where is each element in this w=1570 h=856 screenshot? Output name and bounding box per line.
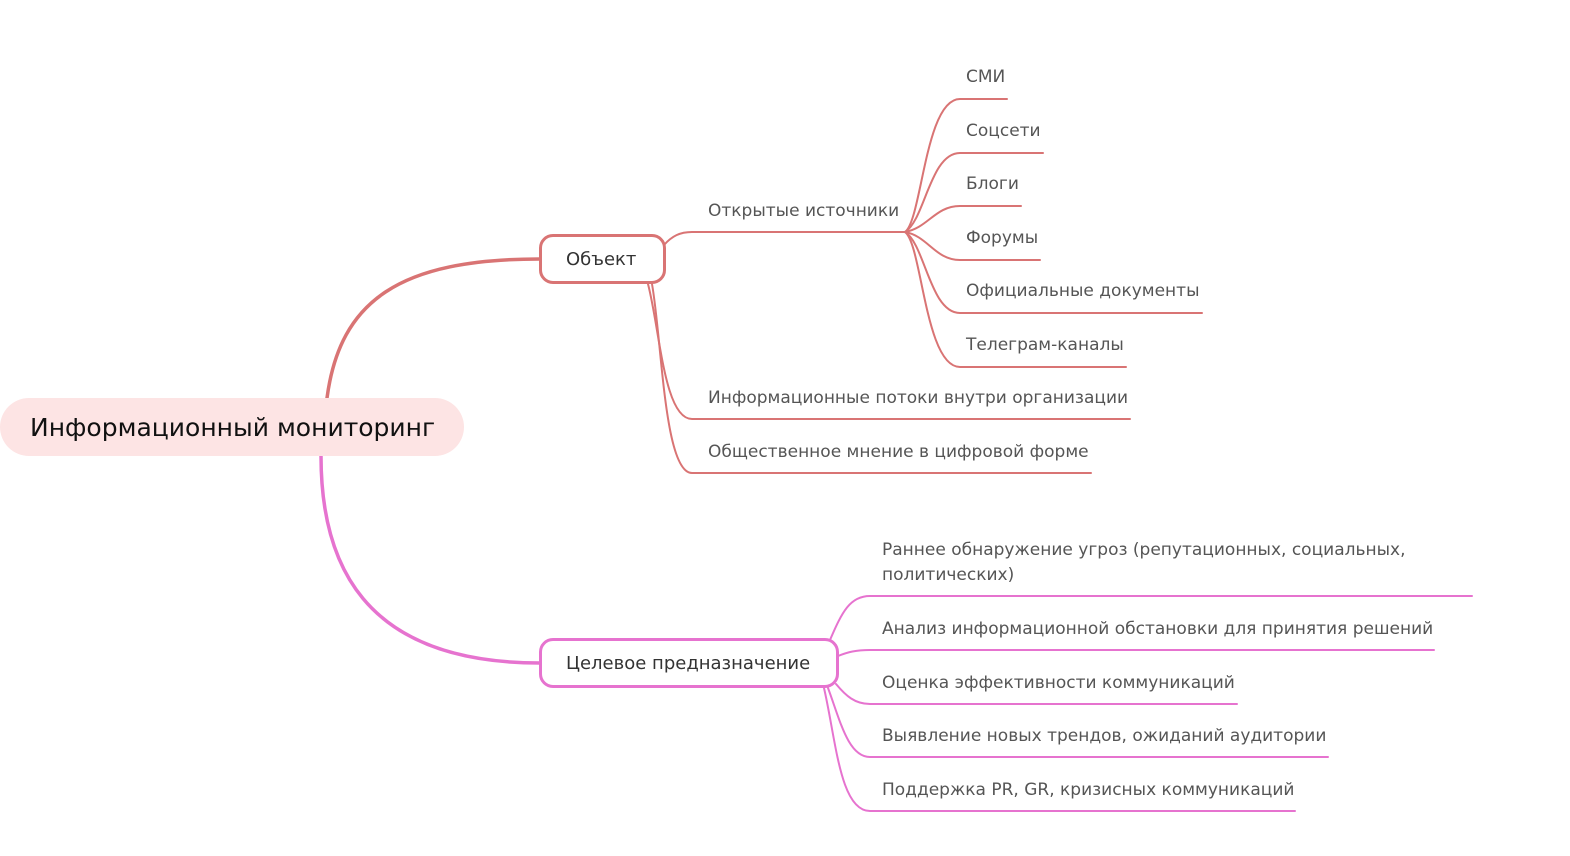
connector-support (823, 687, 1296, 812)
connector-public-opinion (651, 283, 1092, 474)
connector-leaf-smi (904, 98, 1008, 233)
leaf-forums[interactable]: Форумы (966, 228, 1039, 248)
connector-analysis (837, 649, 1435, 657)
connector-leaf-blogs (904, 205, 1022, 233)
branch-object-connector (325, 257, 542, 400)
topic-open-sources[interactable]: Открытые источники (708, 201, 900, 221)
leaf-smi[interactable]: СМИ (966, 67, 1006, 87)
connector-efficiency (835, 683, 1238, 705)
leaf-blogs[interactable]: Блоги (966, 174, 1019, 194)
topic-early-threats-line-2: политических) (882, 565, 1015, 585)
leaf-telegram[interactable]: Телеграм-каналы (966, 335, 1124, 355)
topic-early-threats-line-1: Раннее обнаружение угроз (репутационных,… (882, 540, 1406, 560)
branch-purpose-connector (319, 454, 542, 665)
connector-leaf-docs (904, 231, 1203, 314)
node-purpose[interactable]: Целевое предназначение (539, 638, 839, 688)
connector-early-threats (829, 595, 1473, 641)
root-label: Информационный мониторинг (30, 412, 436, 442)
node-object[interactable]: Объект (539, 234, 666, 284)
connector-internal-flows (647, 283, 1131, 420)
connector-leaf-forums (904, 231, 1041, 261)
topic-trends[interactable]: Выявление новых трендов, ожиданий аудито… (882, 726, 1327, 746)
topic-internal-flows[interactable]: Информационные потоки внутри организации (708, 388, 1129, 408)
connector-open-sources (663, 231, 906, 246)
node-purpose-label: Целевое предназначение (566, 652, 811, 674)
root-node[interactable]: Информационный мониторинг (0, 398, 464, 456)
connector-leaf-telegram (904, 231, 1127, 368)
topic-analysis[interactable]: Анализ информационной обстановки для при… (882, 619, 1434, 639)
leaf-official-docs[interactable]: Официальные документы (966, 281, 1200, 301)
topic-efficiency[interactable]: Оценка эффективности коммуникаций (882, 673, 1235, 693)
node-object-label: Объект (566, 248, 637, 270)
topic-support[interactable]: Поддержка PR, GR, кризисных коммуникаций (882, 780, 1295, 800)
leaf-socseti[interactable]: Соцсети (966, 121, 1041, 141)
connector-leaf-socseti (904, 152, 1044, 233)
connector-trends (827, 687, 1329, 758)
topic-early-threats[interactable]: Раннее обнаружение угроз (репутационных,… (882, 538, 1406, 588)
topic-public-opinion[interactable]: Общественное мнение в цифровой форме (708, 442, 1089, 462)
